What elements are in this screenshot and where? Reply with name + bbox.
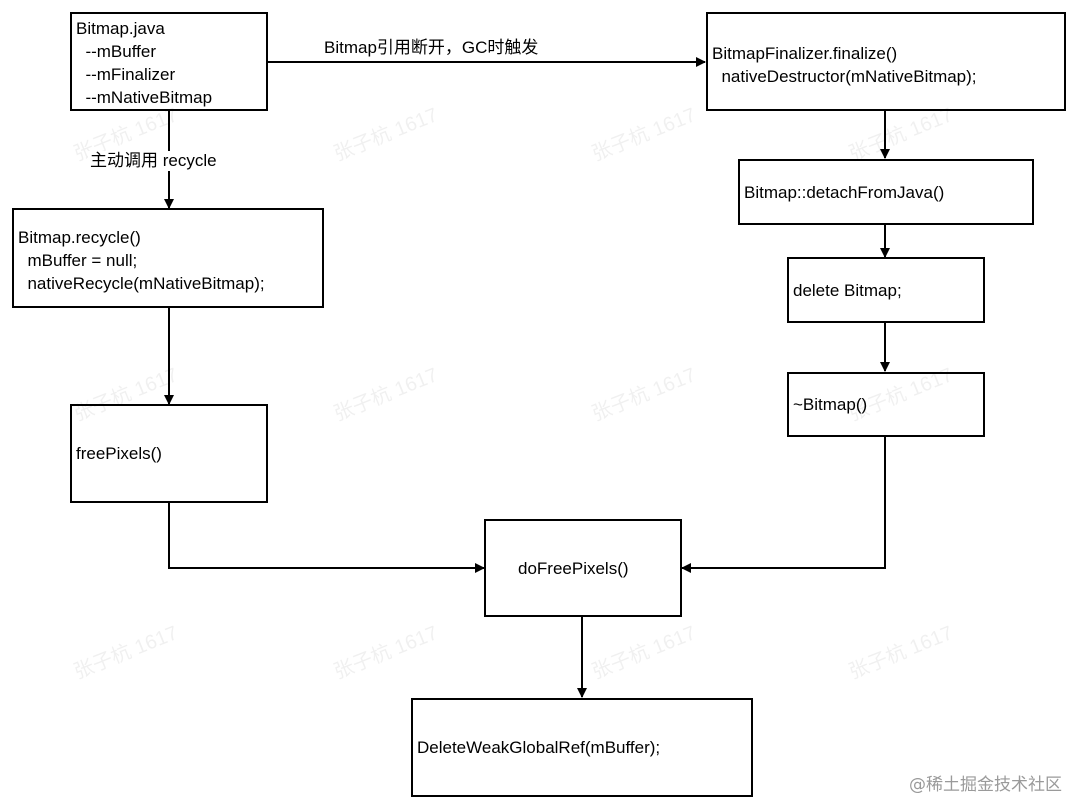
edge-label-manual-recycle: 主动调用 recycle	[88, 151, 219, 171]
edge-destructor-to-dofreepixels	[681, 437, 886, 573]
edge-label-gc-trigger: Bitmap引用断开，GC时触发	[322, 38, 541, 58]
node-bitmap-recycle-line: mBuffer = null;	[18, 251, 138, 270]
node-delete-bitmap-line: delete Bitmap;	[793, 280, 902, 300]
node-bitmap-java[interactable]: Bitmap.java --mBuffer --mFinalizer --mNa…	[70, 12, 268, 111]
node-destructor[interactable]: ~Bitmap()	[787, 372, 985, 437]
node-bitmap-java-line: --mBuffer	[76, 42, 156, 61]
node-free-pixels-line: freePixels()	[76, 444, 162, 463]
node-detach-from-java-line: Bitmap::detachFromJava()	[744, 182, 945, 202]
node-do-free-pixels[interactable]: doFreePixels()	[484, 519, 682, 617]
node-bitmap-java-line: Bitmap.java	[76, 19, 165, 38]
node-finalizer-line: nativeDestructor(mNativeBitmap);	[712, 67, 977, 86]
node-bitmap-java-line: --mFinalizer	[76, 65, 176, 84]
node-destructor-line: ~Bitmap()	[793, 395, 868, 414]
node-bitmap-java-line: --mNativeBitmap	[76, 88, 213, 107]
node-bitmap-recycle-line: Bitmap.recycle()	[18, 228, 141, 247]
node-free-pixels[interactable]: freePixels()	[70, 404, 268, 503]
node-bitmap-recycle[interactable]: Bitmap.recycle() mBuffer = null; nativeR…	[12, 208, 324, 308]
edge-freepixels-to-dofreepixels	[168, 503, 485, 573]
node-delete-weak-global-ref-line: DeleteWeakGlobalRef(mBuffer);	[417, 738, 661, 757]
source-credit: @稀土掘金技术社区	[909, 775, 1062, 795]
node-do-free-pixels-line: doFreePixels()	[518, 558, 629, 578]
node-bitmap-recycle-line: nativeRecycle(mNativeBitmap);	[18, 274, 265, 293]
node-detach-from-java[interactable]: Bitmap::detachFromJava()	[738, 159, 1034, 225]
node-delete-weak-global-ref[interactable]: DeleteWeakGlobalRef(mBuffer);	[411, 698, 753, 797]
node-finalizer[interactable]: BitmapFinalizer.finalize() nativeDestruc…	[706, 12, 1066, 111]
node-delete-bitmap[interactable]: delete Bitmap;	[787, 257, 985, 323]
node-finalizer-line: BitmapFinalizer.finalize()	[712, 44, 898, 63]
